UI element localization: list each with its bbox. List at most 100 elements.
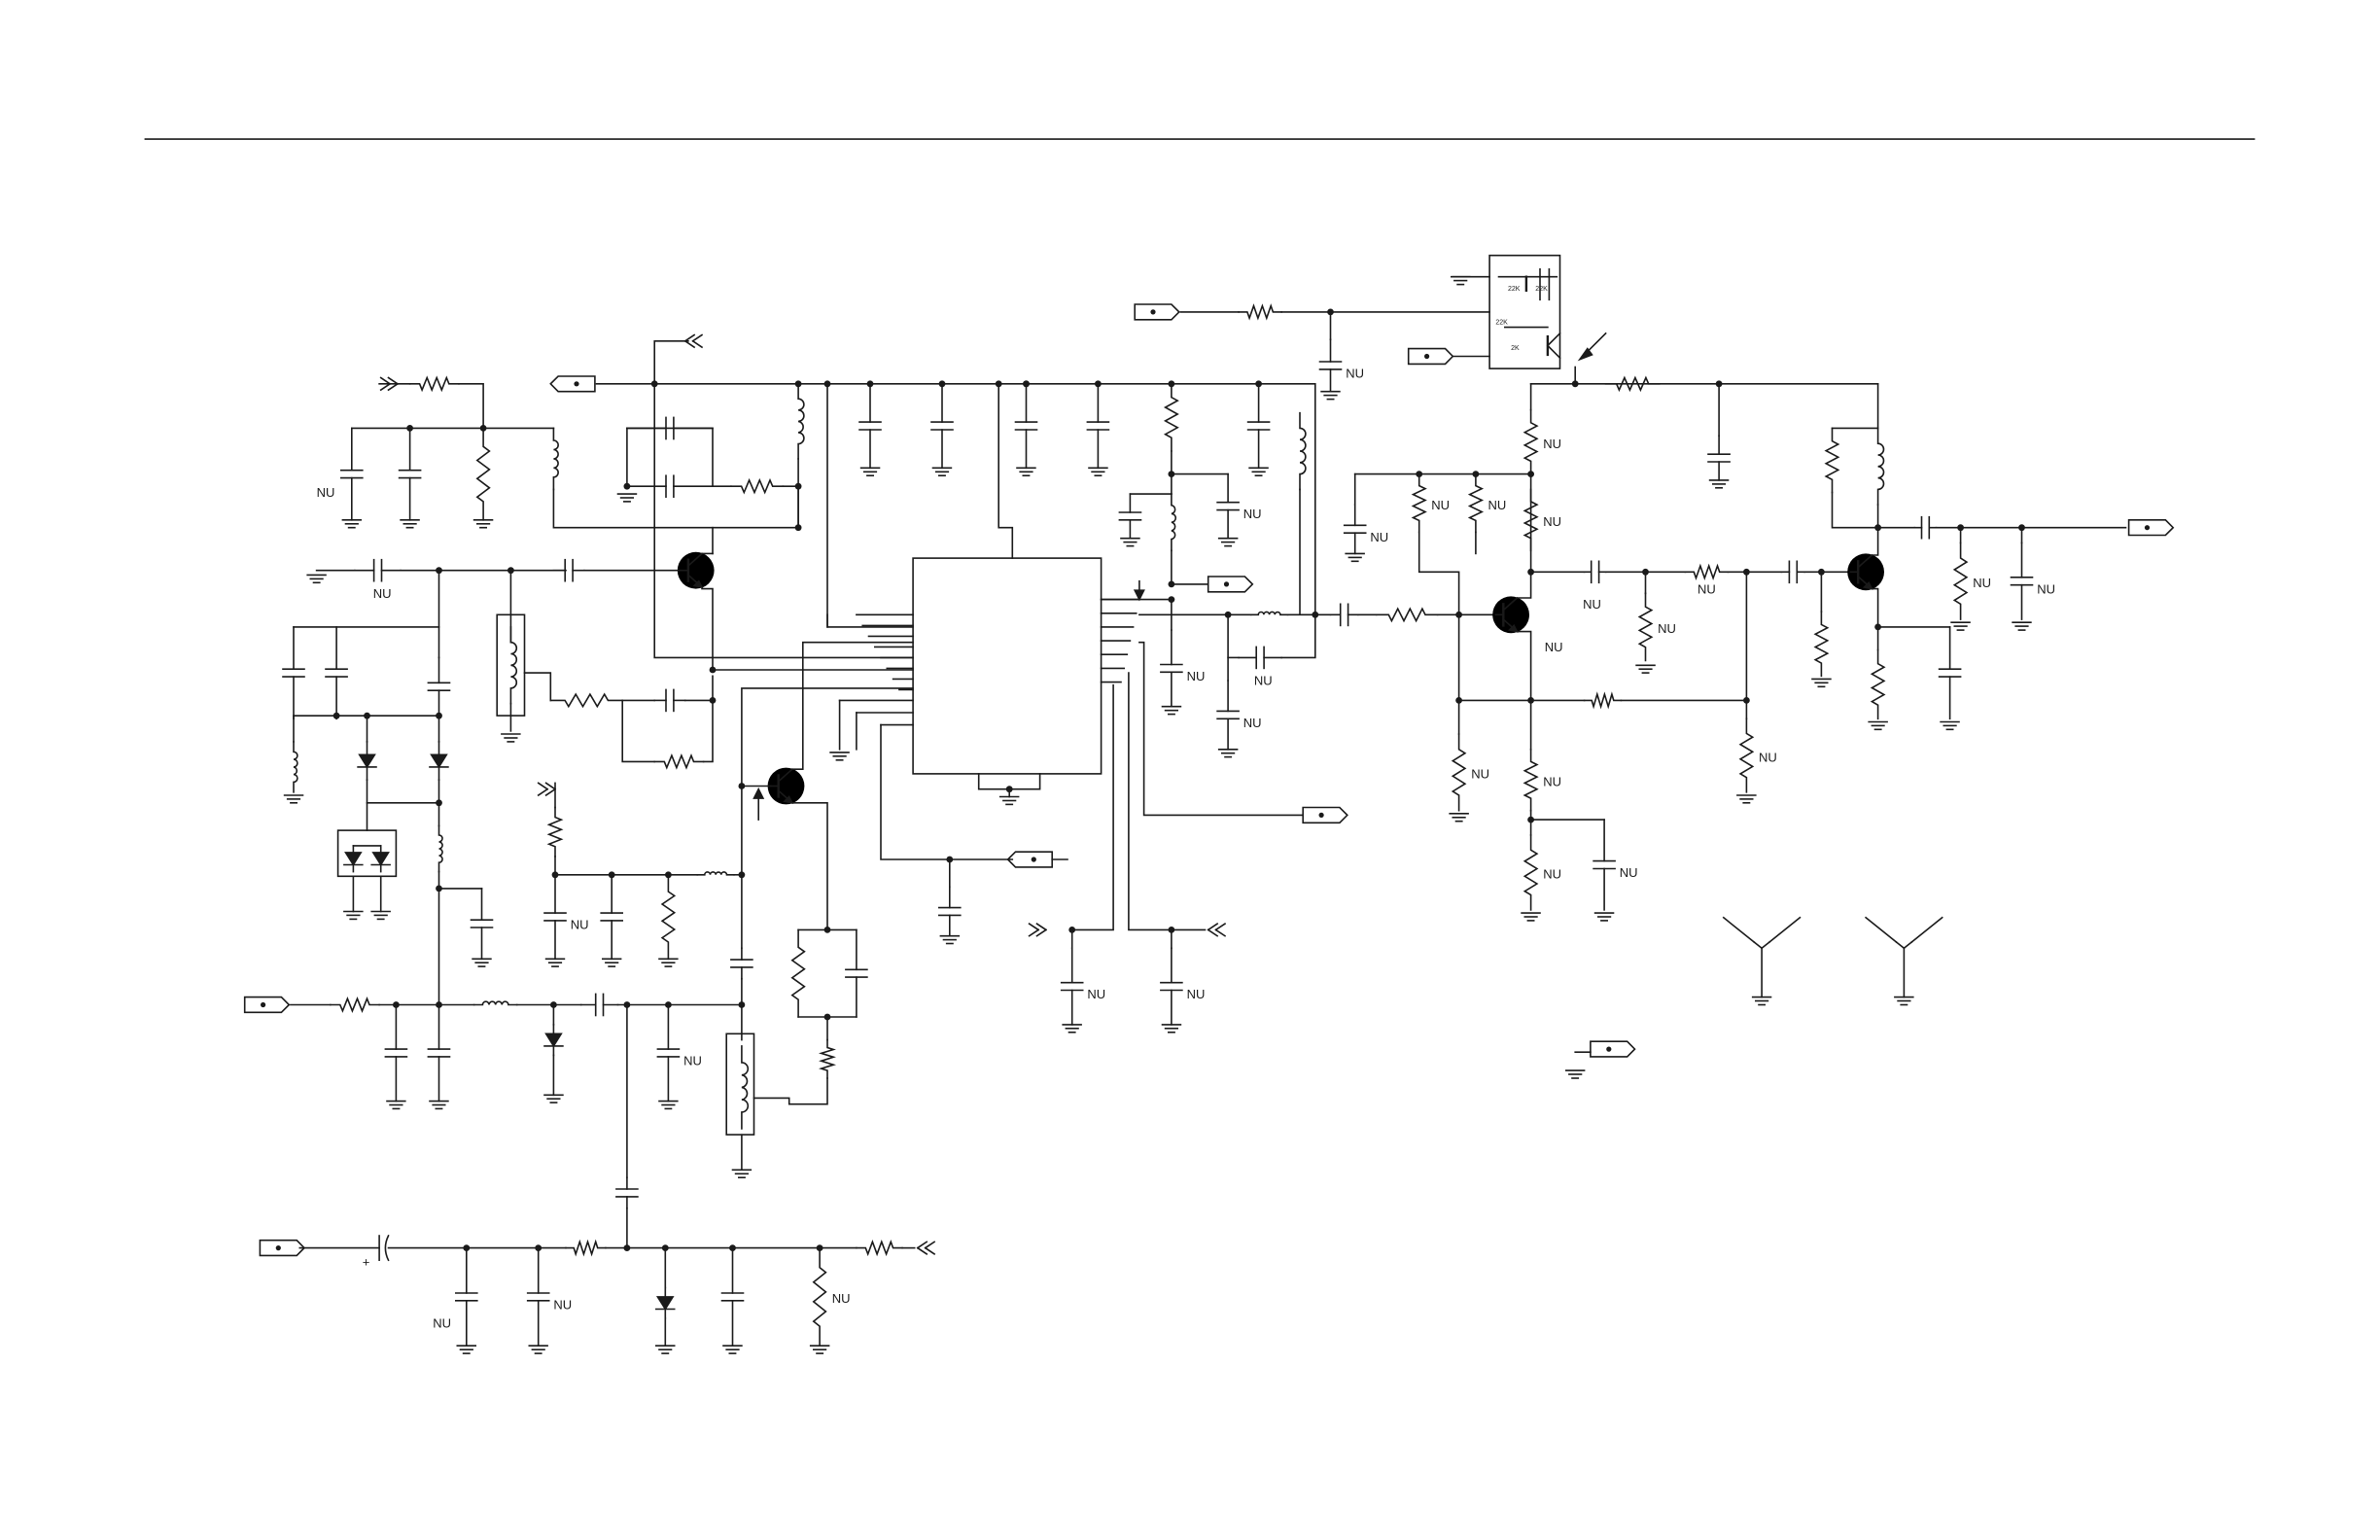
ground-symbol: [529, 1346, 547, 1353]
ground-symbol: [1000, 797, 1019, 805]
not-used-label: NU: [1488, 498, 1507, 512]
connector: [1409, 349, 1453, 365]
ground-symbol: [1951, 622, 1970, 630]
capacitor: NU: [1239, 647, 1281, 687]
stroke: [1300, 413, 1306, 490]
ground-symbol: [1595, 913, 1614, 921]
junction-dot: [1023, 380, 1030, 387]
probe-arrow: [1135, 581, 1143, 600]
stroke: [510, 627, 516, 704]
inductor: [439, 825, 443, 871]
stroke: [346, 853, 362, 865]
capacitor: [355, 560, 401, 581]
stroke: [550, 376, 595, 392]
stroke: [1377, 609, 1438, 621]
stroke: [1815, 612, 1828, 676]
stroke: [245, 998, 290, 1013]
capacitor: [616, 1177, 638, 1208]
stroke: [1470, 474, 1483, 533]
stroke: [360, 754, 375, 767]
inductor: [1251, 612, 1288, 614]
resistor: [410, 378, 459, 391]
inductor: [1300, 413, 1306, 490]
wire: [1129, 673, 1206, 929]
capacitor: NU: [1217, 474, 1261, 539]
connector-pin: [1606, 1047, 1611, 1052]
diode: [544, 1025, 563, 1056]
ground-symbol: [472, 959, 491, 966]
capacitor: [1087, 384, 1108, 469]
capacitor: NU: [2012, 542, 2055, 619]
connector: [1591, 1041, 1635, 1057]
ground-symbol: [1753, 998, 1771, 1005]
not-used-label: NU: [1471, 767, 1489, 782]
stroke: [550, 694, 622, 707]
connector-pin: [1032, 857, 1036, 861]
resistor: [549, 808, 562, 857]
stroke: [1762, 942, 1769, 948]
ground-symbol: [933, 468, 952, 475]
capacitor: [283, 627, 304, 718]
ground-symbol: [1089, 468, 1107, 475]
capacitor: NU: [1320, 339, 1364, 392]
ground-symbol: [733, 1170, 752, 1177]
ground-symbol: [2012, 622, 2031, 630]
stroke: [657, 1297, 673, 1310]
ground-symbol: [1017, 468, 1035, 475]
ground-symbol: [1452, 277, 1470, 285]
diode: [358, 742, 376, 780]
resistor: NU: [1414, 474, 1451, 533]
capacitor: [553, 560, 584, 581]
junction-dot: [739, 783, 746, 789]
wire: [459, 384, 483, 429]
ground-symbol: [1566, 1070, 1585, 1078]
npn-transistor: [678, 552, 715, 589]
resistor: [857, 1242, 902, 1254]
capacitor: [341, 428, 363, 519]
stroke: [294, 742, 298, 792]
capacitor: [1782, 561, 1805, 582]
diode: [430, 742, 448, 780]
ground-symbol: [1737, 795, 1756, 803]
ground-symbol: [1121, 539, 1139, 546]
wire: [1072, 685, 1113, 930]
wire: [1872, 528, 1877, 555]
transformer-frame: [726, 1033, 753, 1135]
wire: [439, 872, 482, 889]
capacitor: [472, 889, 493, 959]
capacitor: [846, 929, 867, 1017]
wire: [1419, 532, 1459, 614]
stroke: [654, 755, 703, 768]
wire: [792, 803, 827, 930]
resistor: [1815, 612, 1828, 676]
resistor: [1377, 609, 1438, 621]
ground-symbol: [659, 959, 678, 966]
not-used-label: NU: [1543, 775, 1561, 789]
not-used-label: NU: [1346, 367, 1364, 381]
ground-symbol: [656, 1346, 675, 1353]
wire: [754, 1078, 828, 1104]
stroke: [1303, 808, 1348, 823]
wire: [704, 700, 713, 761]
not-used-label: NU: [1254, 674, 1273, 688]
not-used-label: NU: [1759, 750, 1777, 764]
ground-symbol: [307, 575, 326, 582]
stroke: [1409, 349, 1453, 365]
npn-transistor: [1847, 553, 1884, 590]
diode: [344, 846, 363, 872]
capacitor: NU: [1161, 630, 1205, 707]
connector-pin: [1150, 309, 1155, 314]
stroke: [1239, 306, 1281, 319]
stroke: [814, 1248, 826, 1347]
stroke: [1724, 918, 1754, 942]
connector: [2129, 520, 2174, 536]
net-arrow: [918, 1242, 934, 1254]
transformer: [726, 1033, 753, 1135]
ground-symbol: [401, 520, 419, 528]
ground-symbol: [1249, 468, 1268, 475]
capacitor: [326, 627, 347, 718]
stroke: [1135, 590, 1143, 599]
stroke: [1414, 474, 1426, 533]
capacitor: [722, 1248, 744, 1347]
